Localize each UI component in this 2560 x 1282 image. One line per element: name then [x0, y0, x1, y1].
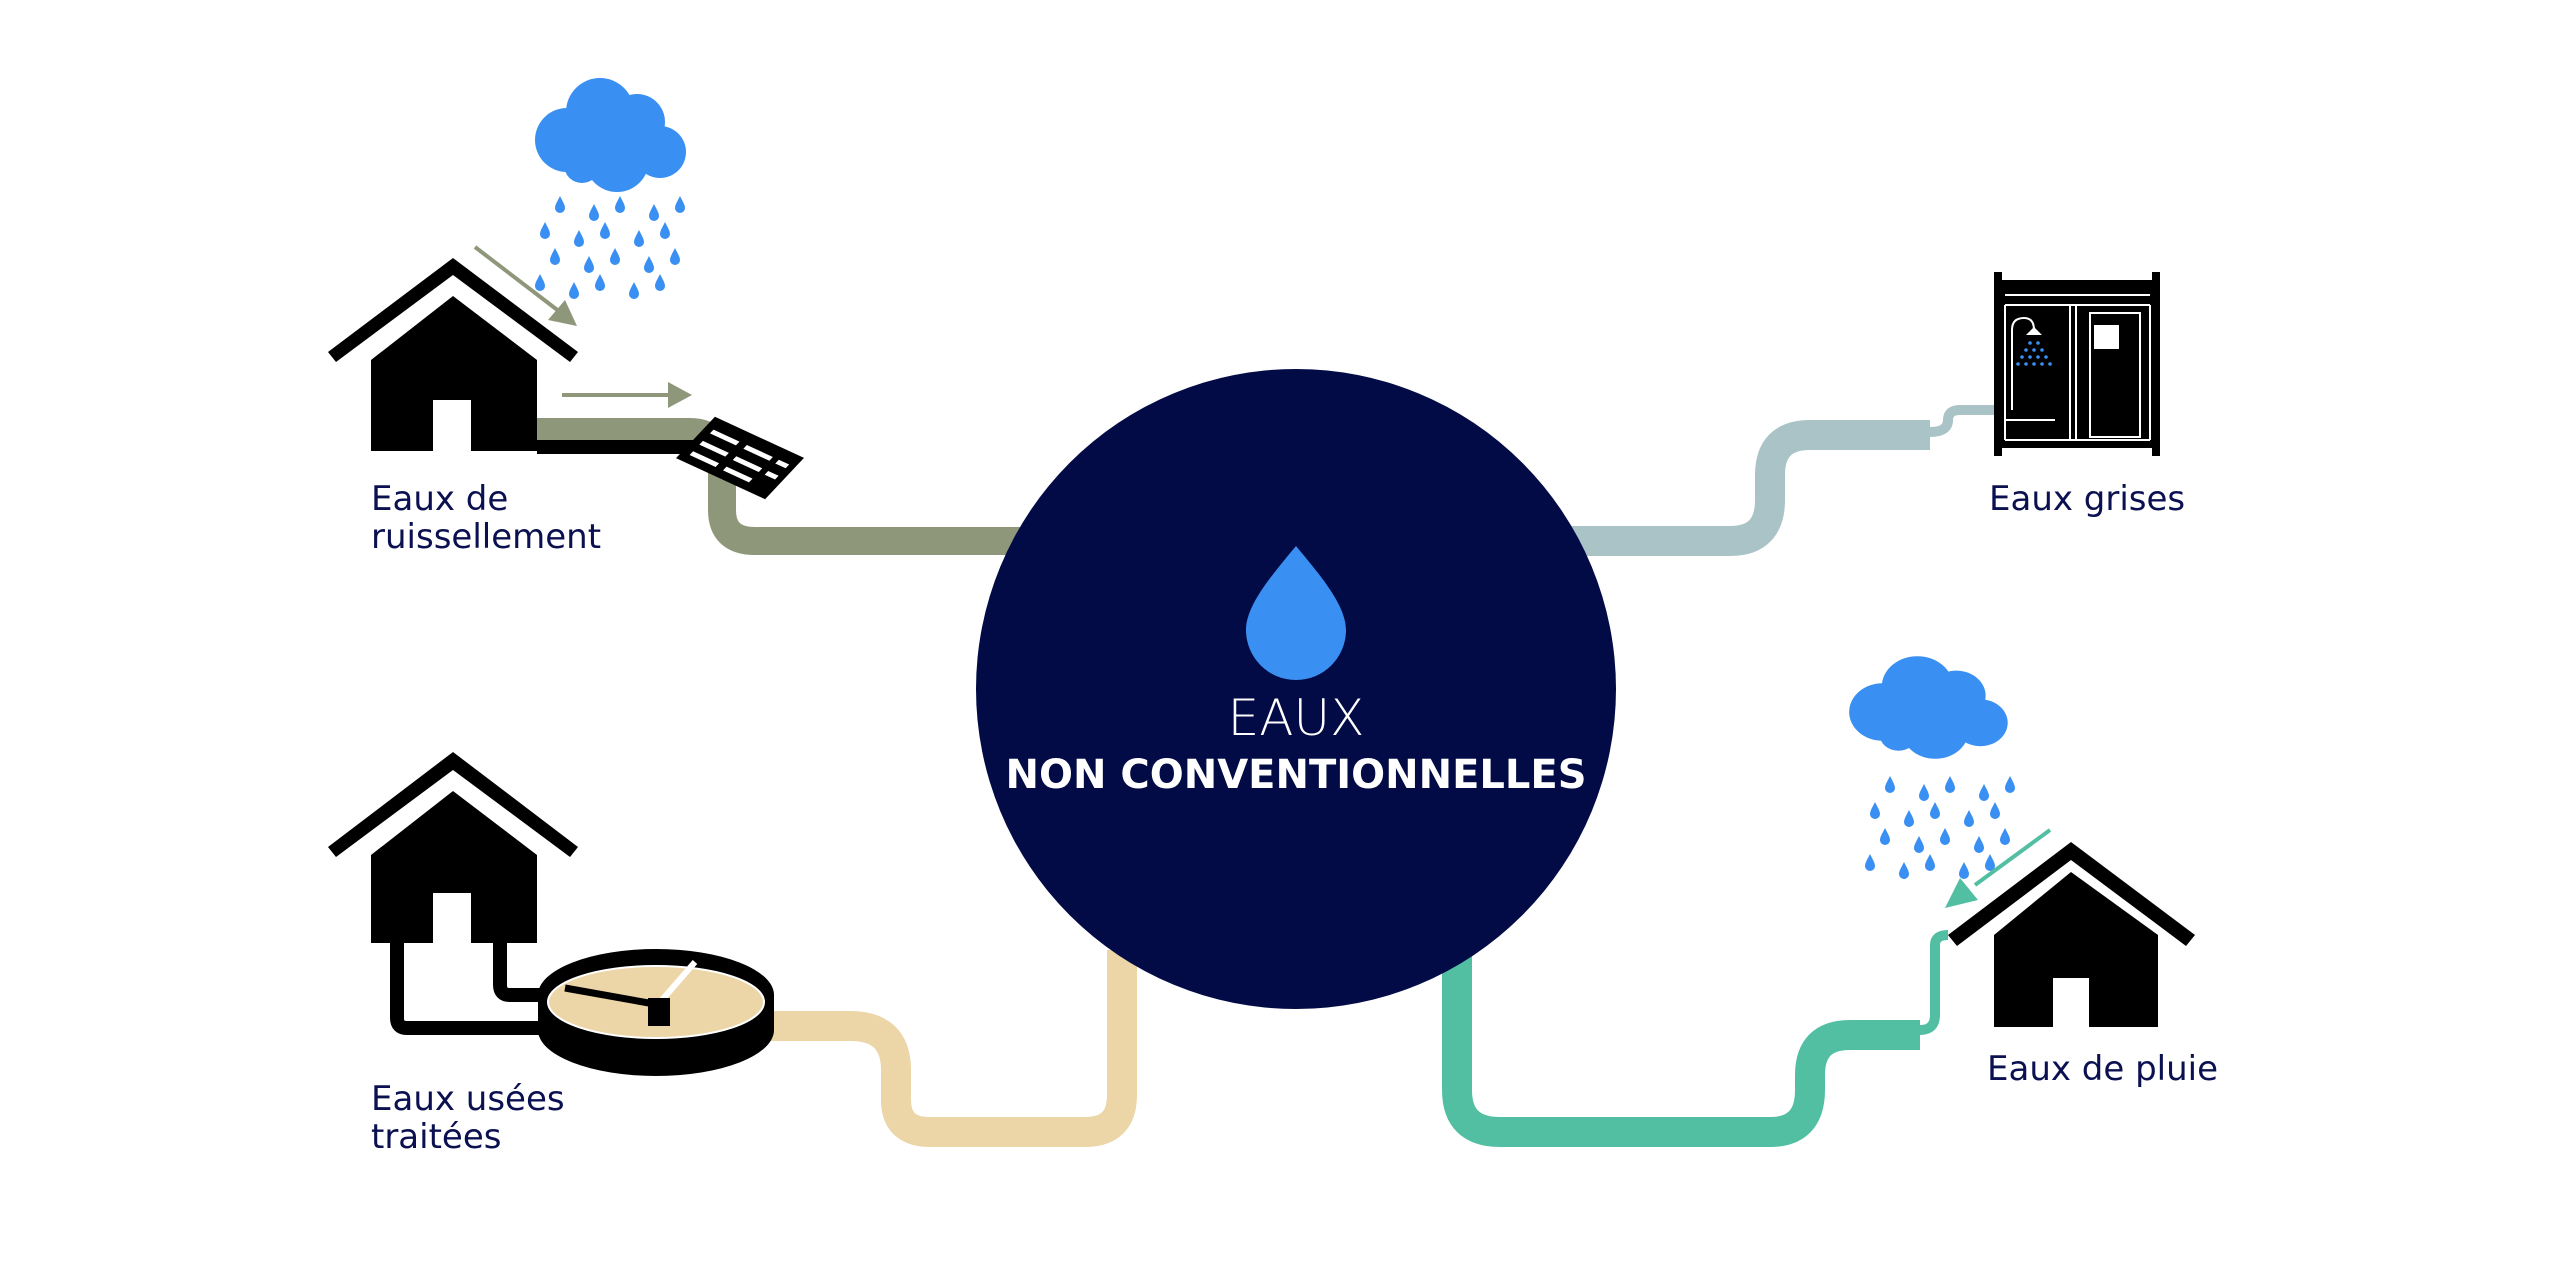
raindrop-icon [634, 230, 644, 247]
shower-drop-icon [2032, 362, 2036, 366]
raindrop-icon [644, 256, 654, 273]
raindrop-icon [1945, 776, 1955, 793]
raindrop-icon [1885, 776, 1895, 793]
raindrop-icon [550, 248, 560, 265]
pipe-rainwater-small [1919, 930, 1949, 1035]
raindrop-icon [675, 196, 685, 213]
raindrop-icon [555, 196, 565, 213]
raindrop-icon [1865, 854, 1875, 871]
center-circle [976, 369, 1616, 1009]
rain-drops-icon [1865, 776, 2015, 879]
shower-drop-icon [2040, 348, 2044, 352]
center-title-line2: NON CONVENTIONNELLES [1005, 752, 1586, 798]
raindrop-icon [649, 204, 659, 221]
label-runoff-line1: Eaux de [371, 479, 508, 519]
raindrop-icon [584, 256, 594, 273]
pipe-grey-water-small [1929, 405, 1994, 437]
shower-container-icon [1994, 272, 2160, 456]
raindrop-icon [574, 230, 584, 247]
raindrop-icon [610, 248, 620, 265]
raindrop-icon [1914, 836, 1924, 853]
shower-drop-icon [2024, 348, 2028, 352]
drain-pipes [390, 943, 545, 1035]
raindrop-icon [1904, 810, 1914, 827]
label-rainwater: Eaux de pluie [1987, 1049, 2218, 1089]
label-treated-line2: traitées [371, 1117, 501, 1157]
arrow-icon [1945, 828, 2052, 908]
storm-drain-grate-icon [676, 416, 804, 500]
water-drop-icon [1246, 546, 1346, 680]
raindrop-icon [540, 222, 550, 239]
raindrop-icon [2000, 828, 2010, 845]
shower-drop-icon [2016, 362, 2020, 366]
rain-cloud-icon [1849, 656, 2008, 759]
raindrop-icon [595, 274, 605, 291]
raindrop-icon [1985, 854, 1995, 871]
raindrop-icon [569, 282, 579, 299]
shower-drop-icon [2044, 355, 2048, 359]
raindrop-icon [670, 248, 680, 265]
raindrop-icon [2005, 776, 2015, 793]
shower-drop-icon [2032, 348, 2036, 352]
raindrop-icon [615, 196, 625, 213]
raindrop-icon [1959, 862, 1969, 879]
shower-drop-icon [2028, 355, 2032, 359]
raindrop-icon [655, 274, 665, 291]
shower-drop-icon [2036, 341, 2040, 345]
raindrop-icon [1870, 802, 1880, 819]
raindrop-icon [1964, 810, 1974, 827]
shower-drop-icon [2048, 362, 2052, 366]
rain-cloud-icon [535, 78, 686, 192]
arrow-icon [473, 245, 692, 408]
shower-drop-icon [2024, 362, 2028, 366]
raindrop-icon [1990, 802, 2000, 819]
raindrop-icon [1899, 862, 1909, 879]
raindrop-icon [1974, 836, 1984, 853]
raindrop-icon [660, 222, 670, 239]
label-grey-water: Eaux grises [1989, 479, 2185, 519]
raindrop-icon [535, 274, 545, 291]
raindrop-icon [1925, 854, 1935, 871]
shower-drop-icon [2040, 362, 2044, 366]
raindrop-icon [600, 222, 610, 239]
center-title-line1: EAUX [1228, 689, 1365, 747]
raindrop-icon [1940, 828, 1950, 845]
raindrop-icon [629, 282, 639, 299]
raindrop-icon [1880, 828, 1890, 845]
pipe-rainwater [1442, 950, 1920, 1147]
rain-drops-icon [535, 196, 685, 299]
septic-tank-icon [538, 949, 774, 1076]
pipe-grey-water [1560, 420, 1930, 556]
shower-drop-icon [2028, 341, 2032, 345]
house-icon [328, 752, 578, 943]
raindrop-icon [1979, 784, 1989, 801]
label-runoff-line2: ruissellement [371, 517, 601, 557]
pipe-treated-wastewater [771, 950, 1137, 1147]
label-treated-line1: Eaux usées [371, 1079, 565, 1119]
shower-drop-icon [2020, 355, 2024, 359]
house-icon [328, 258, 578, 451]
raindrop-icon [589, 204, 599, 221]
raindrop-icon [1919, 784, 1929, 801]
raindrop-icon [1930, 802, 1940, 819]
house-icon [1948, 842, 2195, 1027]
shower-drop-icon [2036, 355, 2040, 359]
